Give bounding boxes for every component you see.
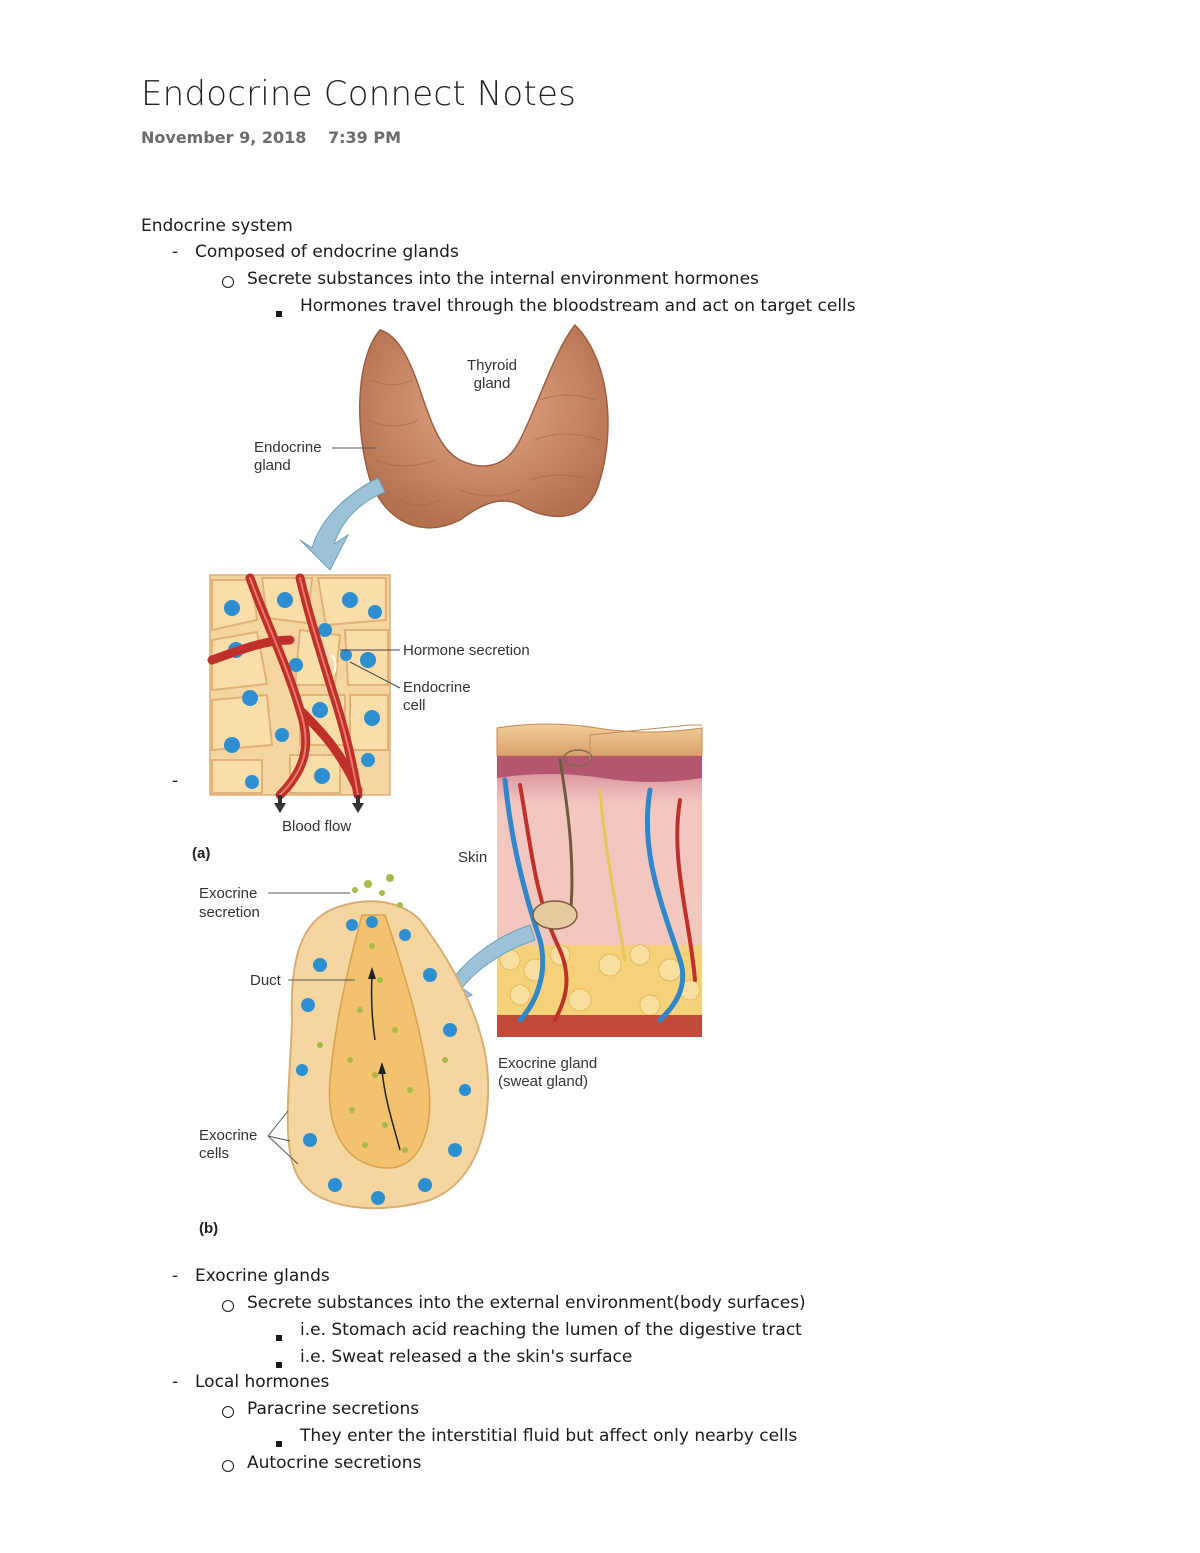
note-sweat: i.e. Sweat released a the skin's surface [300, 1347, 633, 1367]
exocrine-gland-illustration [286, 874, 490, 1210]
note-local-hormones: Local hormones [195, 1372, 330, 1392]
label-exocrine-secretion: Exocrine [199, 885, 257, 902]
note-stomach-acid: i.e. Stomach acid reaching the lumen of … [300, 1320, 802, 1340]
thyroid-gland-illustration [359, 323, 609, 529]
dash-bullet: - [172, 771, 179, 791]
circle-bullet [222, 272, 234, 294]
label-hormone-secretion: Hormone secretion [403, 642, 530, 659]
label-skin: Skin [458, 849, 487, 866]
note-time: 7:39 PM [328, 128, 402, 147]
heading-endocrine-system: Endocrine system [141, 216, 293, 236]
panel-label-a: (a) [192, 845, 210, 862]
note-interstitial: They enter the interstitial fluid but af… [300, 1426, 798, 1446]
label-endocrine-gland: Endocrine [254, 439, 322, 456]
note-date: November 9, 2018 [141, 128, 307, 147]
arrow-icon [299, 477, 386, 571]
note-paracrine: Paracrine secretions [247, 1399, 420, 1419]
label-exocrine-cells: Exocrine [199, 1127, 257, 1144]
label-exocrine-gland: (sweat gland) [498, 1073, 588, 1090]
dash-bullet: - [172, 1372, 179, 1392]
note-hormones-travel: Hormones travel through the bloodstream … [300, 296, 856, 316]
page-title: Endocrine Connect Notes [141, 74, 576, 114]
dash-bullet: - [172, 242, 179, 262]
label-endocrine-gland: gland [254, 457, 291, 474]
label-exocrine-gland: Exocrine gland [498, 1055, 597, 1072]
panel-label-b: (b) [199, 1220, 218, 1237]
square-bullet [276, 1431, 282, 1453]
dash-bullet: - [172, 1266, 179, 1286]
note-secrete-external: Secrete substances into the external env… [247, 1293, 806, 1313]
skin-block-illustration [496, 723, 703, 1037]
note-exocrine-glands: Exocrine glands [195, 1266, 330, 1286]
label-endocrine-cell: Endocrine [403, 679, 471, 696]
square-bullet [276, 301, 282, 323]
label-exocrine-cells: cells [199, 1145, 229, 1162]
circle-bullet [222, 1402, 234, 1424]
circle-bullet [222, 1296, 234, 1318]
label-duct: Duct [250, 972, 282, 989]
label-exocrine-secretion: secretion [199, 904, 260, 921]
note-composed: Composed of endocrine glands [195, 242, 459, 262]
note-autocrine: Autocrine secretions [247, 1453, 422, 1473]
circle-bullet [222, 1456, 234, 1478]
label-thyroid: Thyroid [467, 357, 517, 374]
square-bullet [276, 1352, 282, 1374]
square-bullet [276, 1325, 282, 1347]
label-endocrine-cell: cell [403, 697, 426, 714]
label-blood-flow: Blood flow [282, 818, 351, 835]
note-secrete-internal: Secrete substances into the internal env… [247, 269, 759, 289]
label-thyroid: gland [474, 375, 511, 392]
endocrine-tissue-illustration [207, 573, 391, 813]
